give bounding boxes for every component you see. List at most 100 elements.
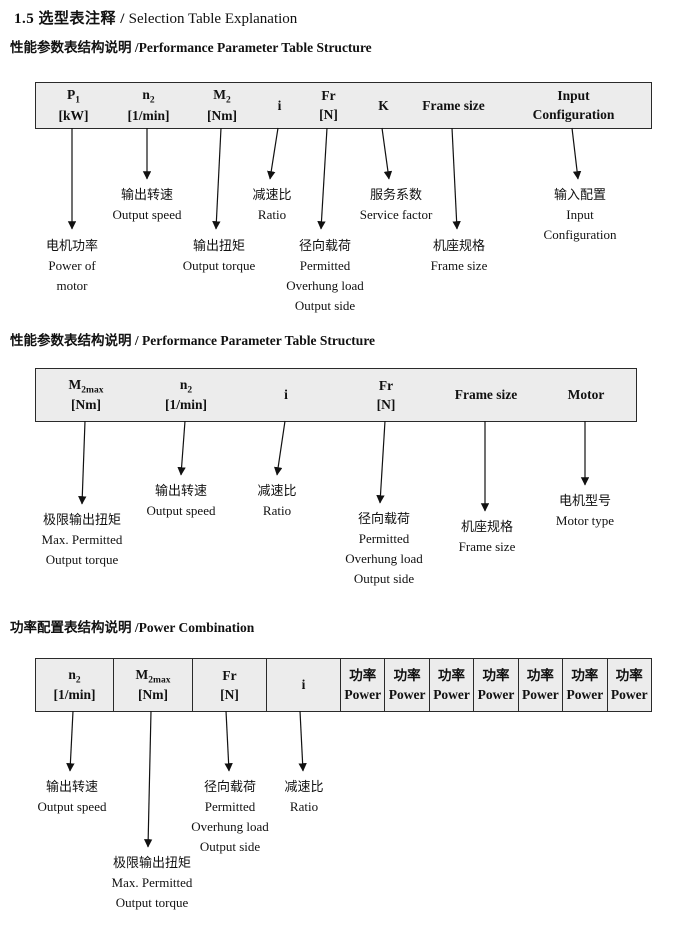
- col-fr: Fr [N]: [336, 369, 436, 421]
- label-line: 径向载荷: [298, 238, 351, 253]
- col-symbol: 功率: [482, 667, 510, 683]
- arrow-down: [381, 127, 393, 180]
- col-fr: Fr [N]: [193, 659, 267, 711]
- label-line: 减速比: [284, 779, 324, 794]
- arrow-down: [451, 127, 461, 230]
- label-line: Ratio: [257, 207, 287, 222]
- arrow-down: [273, 420, 286, 476]
- label-line: Permitted: [358, 531, 410, 546]
- col-fr: Fr [N]: [301, 83, 356, 128]
- label-line: Ratio: [262, 503, 292, 518]
- page-title-zh: 1.5 选型表注释 /: [14, 11, 125, 27]
- col-power-7: 功率 Power: [608, 659, 651, 711]
- arrow-down: [298, 710, 307, 772]
- col-m2max: M2max [Nm]: [36, 369, 136, 421]
- label-line: 径向载荷: [203, 779, 256, 794]
- col-unit: [N]: [376, 396, 396, 412]
- arrow-down: [571, 127, 582, 180]
- arrow-down: [267, 127, 279, 180]
- col-symbol: n2: [179, 376, 193, 396]
- arrow-down: [177, 420, 186, 476]
- arrow-down: [212, 127, 222, 230]
- arrow-down: [66, 710, 75, 772]
- label-line: Max. Permitted: [41, 532, 123, 547]
- col-input-config: Input Configuration: [496, 83, 651, 128]
- label-line: Permitted: [204, 799, 256, 814]
- section-2-heading: 性能参数表结构说明 / Performance Parameter Table …: [10, 333, 376, 348]
- page-title: 1.5 选型表注释 / Selection Table Explanation: [14, 7, 297, 28]
- col-symbol: Frame size: [422, 97, 485, 113]
- col-unit: [1/min]: [127, 107, 170, 123]
- col-symbol: K: [378, 97, 389, 113]
- col-power-6: 功率 Power: [563, 659, 608, 711]
- label-line: 减速比: [252, 187, 292, 202]
- table-power-combination: n2 [1/min] M2max [Nm] Fr [N] i 功率 Power …: [35, 658, 652, 712]
- table-performance-2: M2max [Nm] n2 [1/min] i Fr [N] Frame siz…: [35, 368, 637, 422]
- label-line: 输入配置: [553, 187, 606, 202]
- col-unit: Power: [566, 686, 604, 702]
- col-power-5: 功率 Power: [519, 659, 564, 711]
- arrow-down: [224, 710, 233, 772]
- section-1-heading: 性能参数表结构说明 /Performance Parameter Table S…: [10, 40, 372, 55]
- col-symbol: 功率: [349, 667, 377, 683]
- col-n2: n2 [1/min]: [136, 369, 236, 421]
- col-k: K: [356, 83, 411, 128]
- label-line: Service factor: [359, 207, 433, 222]
- col-power-4: 功率 Power: [474, 659, 519, 711]
- col-symbol: Fr: [321, 88, 336, 103]
- label-line: Motor type: [555, 513, 615, 528]
- label-line: Overhung load: [286, 278, 364, 293]
- label-line: Output torque: [182, 258, 256, 273]
- col-power-1: 功率 Power: [341, 659, 386, 711]
- label-line: Output speed: [37, 799, 107, 814]
- col-unit: [kW]: [58, 107, 89, 123]
- label-ratio: 减速比 Ratio: [252, 185, 291, 225]
- col-symbol: M2max: [135, 666, 171, 686]
- col-unit: Power: [610, 686, 648, 702]
- label-line: 输出转速: [120, 187, 173, 202]
- col-symbol: 功率: [571, 667, 599, 683]
- col-unit: Power: [344, 686, 382, 702]
- col-symbol: Fr: [378, 377, 394, 393]
- col-unit: [N]: [220, 686, 239, 702]
- label-line: Overhung load: [191, 819, 269, 834]
- col-power-3: 功率 Power: [430, 659, 475, 711]
- col-unit: Power: [433, 686, 470, 702]
- label-line: Configuration: [543, 227, 617, 242]
- label-line: Output torque: [45, 552, 119, 567]
- col-i: i: [258, 83, 301, 128]
- col-unit: [Nm]: [207, 107, 237, 123]
- label-line: 极限输出扭矩: [112, 855, 192, 870]
- col-symbol: 功率: [393, 667, 421, 683]
- col-unit: Power: [388, 686, 426, 702]
- col-m2max: M2max [Nm]: [114, 659, 193, 711]
- col-symbol: P1: [67, 87, 80, 106]
- col-unit: [Nm]: [138, 687, 168, 703]
- arrow-down: [78, 420, 87, 505]
- label-line: 输出转速: [45, 779, 98, 794]
- col-unit: [N]: [319, 107, 338, 122]
- col-symbol: 功率: [615, 667, 643, 683]
- label-line: motor: [56, 278, 88, 293]
- label-line: 电机功率: [45, 238, 99, 253]
- col-symbol: 功率: [438, 667, 466, 683]
- label-line: 减速比: [257, 483, 297, 498]
- col-unit: [1/min]: [165, 397, 207, 413]
- label-line: 电机型号: [558, 493, 612, 508]
- col-symbol: M2max: [68, 376, 104, 396]
- label-line: Permitted: [299, 258, 351, 273]
- label-line: Output side: [353, 571, 415, 586]
- arrow-down: [376, 420, 386, 504]
- col-symbol: i: [284, 387, 288, 402]
- col-symbol: n2: [142, 87, 155, 106]
